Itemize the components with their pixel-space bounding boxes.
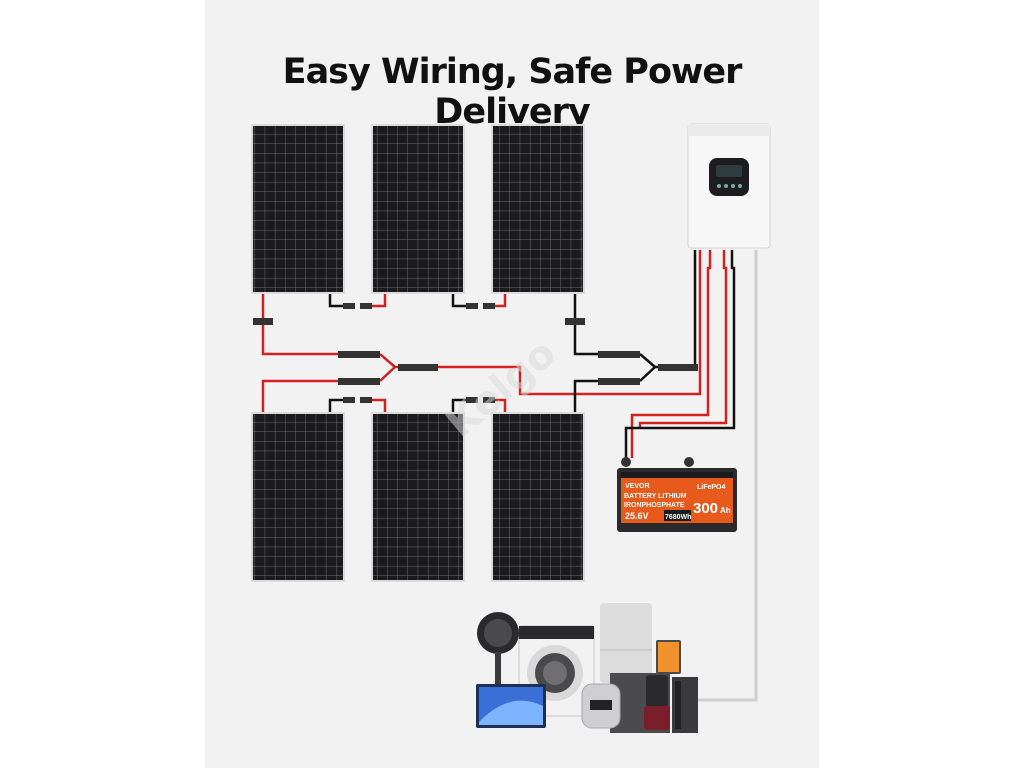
solar-panel-icon [371,412,465,582]
battery-icon: VEVOR BATTERY LITHIUM IRONPHOSPHATE LiFe… [617,468,737,532]
battery-brand: VEVOR [625,483,650,490]
series-wires-top [328,294,507,309]
solar-panel-icon [491,124,585,294]
appliances-icon [476,603,698,733]
series-wires-bottom [328,397,507,412]
battery-voltage: 25.6V [625,511,649,521]
battery-chem-line2: IRONPHOSPHATE [624,502,685,509]
inverter-icon [687,123,771,249]
solar-panel-icon [251,412,345,582]
combiner-wires [253,250,702,412]
battery-wires [621,250,758,702]
battery-type: LiFePO4 [697,484,726,491]
battery-capacity: 300 [693,500,718,517]
solar-panel-icon [491,412,585,582]
battery-capacity-unit: Ah [720,506,731,515]
page-title: Easy Wiring, Safe Power Delivery [282,52,743,132]
solar-panel-icon [371,124,465,294]
battery-energy: 7680Wh [665,514,691,521]
battery-chem-line1: BATTERY LITHIUM [624,493,687,500]
solar-panel-icon [251,124,345,294]
